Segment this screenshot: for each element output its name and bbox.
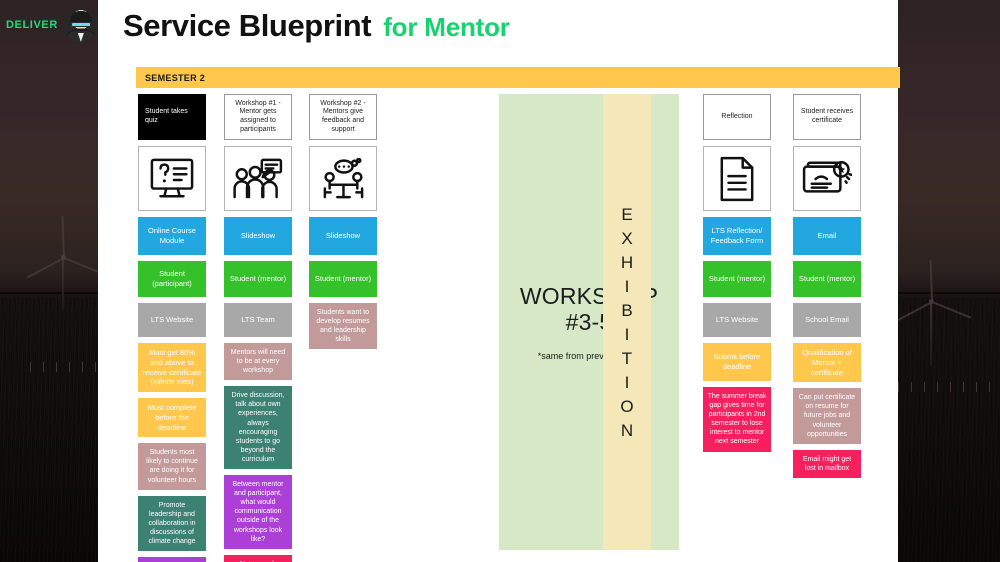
sticky-card[interactable]: LTS Team bbox=[224, 303, 292, 337]
exhibition-letter: X bbox=[621, 228, 633, 248]
sticky-card[interactable]: Students want to develop resumes and lea… bbox=[309, 303, 377, 350]
exhibition-letter: I bbox=[624, 324, 630, 344]
sticky-card[interactable]: Student (mentor) bbox=[309, 261, 377, 297]
exhibition-letter: T bbox=[621, 348, 633, 368]
icon-box-student-receives-certificate bbox=[793, 146, 861, 211]
exhibition-letter: B bbox=[621, 300, 633, 320]
sticky-card[interactable]: Promote leadership and collaboration in … bbox=[138, 495, 206, 552]
sticky-card[interactable]: Must complete before the deadline bbox=[138, 398, 206, 438]
sticky-card[interactable]: What happens to schools that have no stu… bbox=[138, 557, 206, 562]
exhibition-letter: O bbox=[620, 396, 634, 416]
stage-header-workshop-1-mentor-assigned[interactable]: Workshop #1 - Mentor gets assigned to pa… bbox=[224, 94, 292, 140]
icon-box-reflection bbox=[703, 146, 771, 211]
computer-quiz-icon bbox=[149, 157, 195, 201]
sticky-card[interactable]: Mentors will need to be at every worksho… bbox=[224, 343, 292, 381]
group-presentation-icon bbox=[233, 158, 283, 200]
stage-header-student-takes-quiz[interactable]: Student takes quiz bbox=[138, 94, 206, 140]
exhibition-letter: I bbox=[624, 372, 630, 392]
wind-turbine-icon bbox=[894, 259, 972, 366]
sticky-card[interactable]: Students most likely to continue are doi… bbox=[138, 443, 206, 490]
icon-box-workshop-1-mentor-assigned bbox=[224, 146, 292, 211]
deliver-label: DELIVER bbox=[6, 19, 58, 31]
semester-banner: SEMESTER 2 bbox=[136, 67, 900, 88]
person-avatar-icon bbox=[63, 8, 98, 42]
stage-header-reflection[interactable]: Reflection bbox=[703, 94, 771, 140]
sticky-card[interactable]: Slideshow bbox=[309, 217, 377, 255]
workshop-panel: WORKSHOP #3-5 *same from previous map bbox=[499, 94, 679, 550]
stage-header-workshop-2-feedback-support[interactable]: Workshop #2 - Mentors give feedback and … bbox=[309, 94, 377, 140]
distant-turbines bbox=[898, 382, 993, 392]
sticky-card[interactable]: Student (mentor) bbox=[793, 261, 861, 297]
document-lines-icon bbox=[718, 156, 756, 202]
sticky-card[interactable]: LTS Website bbox=[138, 303, 206, 337]
title-accent: for Mentor bbox=[383, 12, 510, 42]
stage-header-student-receives-certificate[interactable]: Student receives certificate bbox=[793, 94, 861, 140]
sticky-card[interactable]: Slideshow bbox=[224, 217, 292, 255]
sticky-card[interactable]: Student (mentor) bbox=[703, 261, 771, 297]
exhibition-letter: N bbox=[620, 420, 634, 440]
icon-box-workshop-2-feedback-support bbox=[309, 146, 377, 211]
sticky-card[interactable]: Email bbox=[793, 217, 861, 255]
sticky-card[interactable]: Can put certificate on resume for future… bbox=[793, 388, 861, 444]
icon-box-student-takes-quiz bbox=[138, 146, 206, 211]
slide-canvas: Service Blueprint for Mentor SEMESTER 2 … bbox=[98, 0, 900, 562]
workshop-panel-note: *same from previous map bbox=[537, 351, 641, 362]
sticky-card[interactable]: School Email bbox=[793, 303, 861, 337]
wind-turbine-icon bbox=[26, 215, 104, 310]
sticky-card[interactable]: LTS Reflection/ Feedback Form bbox=[703, 217, 771, 255]
page-title: Service Blueprint for Mentor bbox=[123, 8, 510, 44]
sticky-card[interactable]: Not enough mentors to be assigned to stu… bbox=[224, 554, 292, 562]
exhibition-letter: I bbox=[624, 276, 630, 296]
deliver-badge: DELIVER bbox=[6, 8, 98, 42]
title-main: Service Blueprint bbox=[123, 8, 372, 43]
stage-column-reflection: Reflection LTS Reflection/ Feedback Form… bbox=[703, 94, 771, 452]
exhibition-letter: E bbox=[621, 204, 633, 224]
sticky-card[interactable]: Qualification of Mentor = certificate bbox=[793, 343, 861, 383]
sticky-card[interactable]: Drive discussion, talk about own experie… bbox=[224, 386, 292, 470]
stage-column-workshop-1-mentor-assigned: Workshop #1 - Mentor gets assigned to pa… bbox=[224, 94, 292, 562]
semester-banner-label: SEMESTER 2 bbox=[145, 72, 206, 83]
discussion-table-icon bbox=[318, 157, 368, 200]
sticky-card[interactable]: Student (mentor) bbox=[224, 261, 292, 297]
sticky-card[interactable]: Submit before deadline bbox=[703, 343, 771, 381]
sticky-card[interactable]: Must get 80% and above to receive certif… bbox=[138, 343, 206, 392]
sticky-card[interactable]: The summer break gap gives time for part… bbox=[703, 387, 771, 452]
sticky-card[interactable]: Online Course Module bbox=[138, 217, 206, 255]
exhibition-letter: H bbox=[620, 252, 634, 272]
sticky-card[interactable]: Between mentor and participant, what wou… bbox=[224, 475, 292, 549]
sticky-card[interactable]: Email might get lost in mailbox bbox=[793, 449, 861, 478]
stage-column-workshop-2-feedback-support: Workshop #2 - Mentors give feedback and … bbox=[309, 94, 377, 350]
sticky-card[interactable]: Student (participant) bbox=[138, 261, 206, 297]
certificate-star-icon bbox=[802, 158, 852, 200]
sticky-card[interactable]: LTS Website bbox=[703, 303, 771, 337]
distant-turbines bbox=[30, 362, 100, 372]
